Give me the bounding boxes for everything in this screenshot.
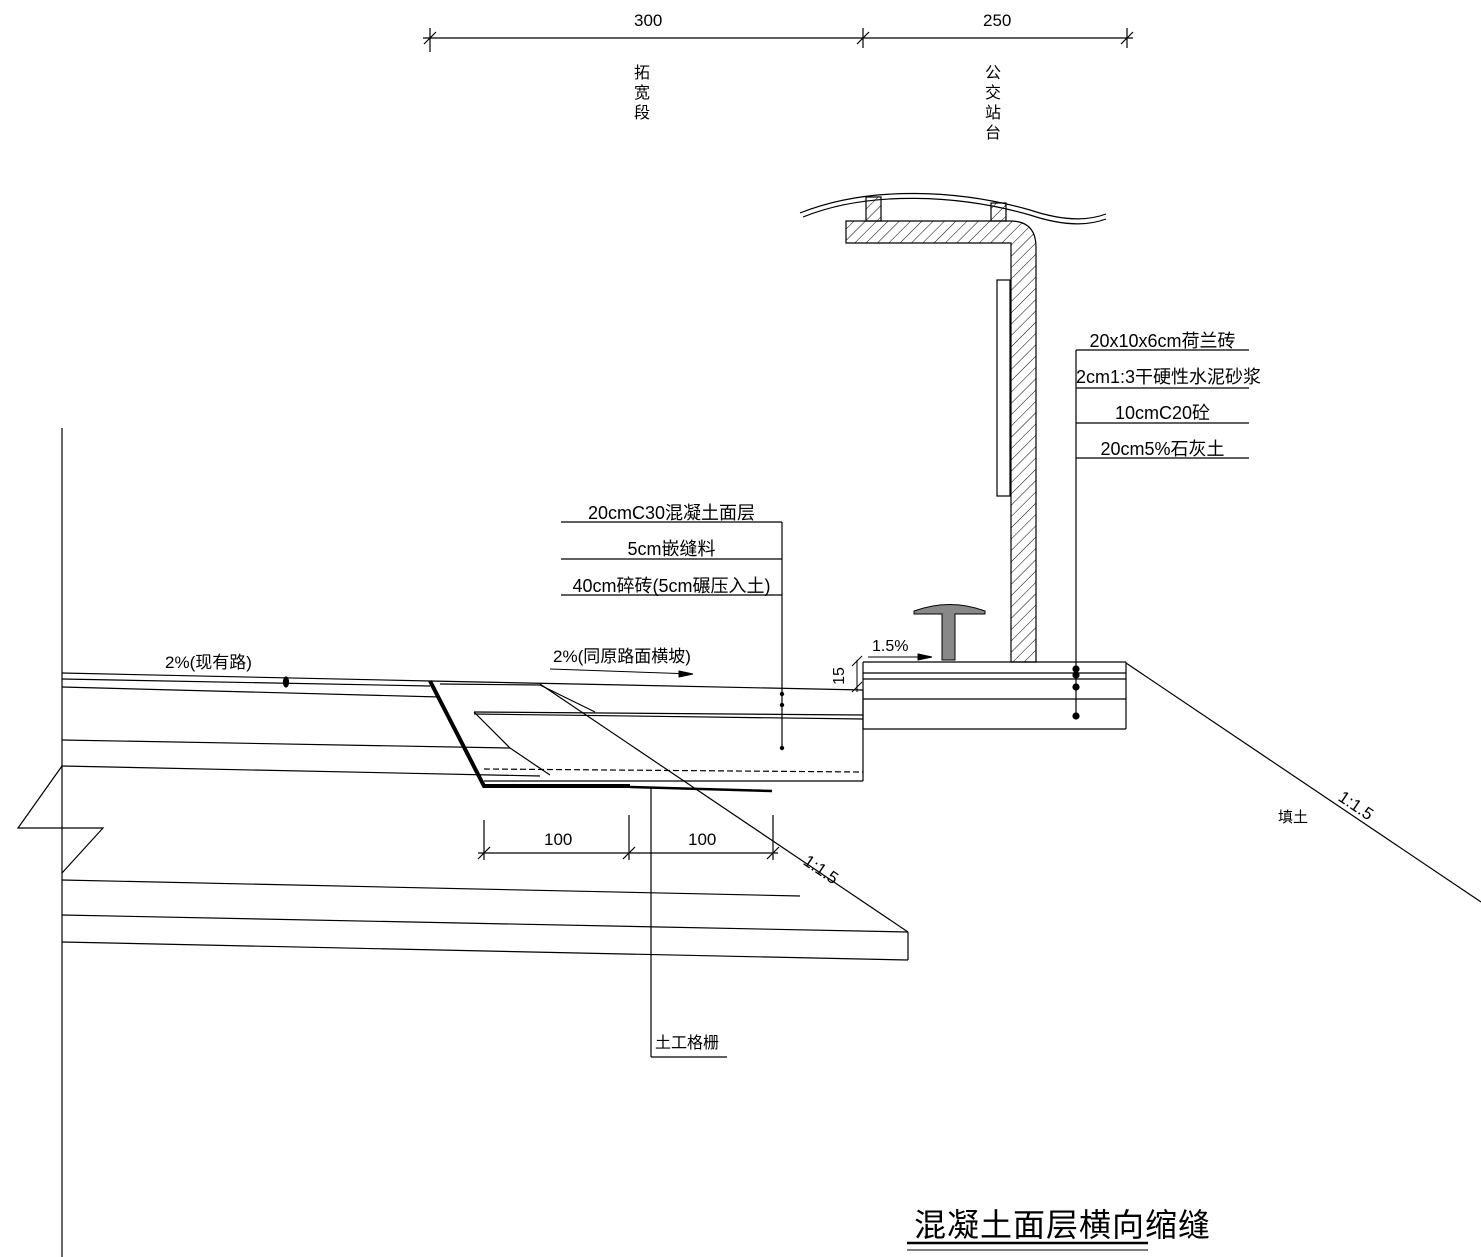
shelter-structure [845,220,1037,663]
drawing-title: 混凝土面层横向缩缝 [914,1206,1212,1244]
fill-label: 填土 [1278,808,1309,826]
new-road-pavement [429,680,864,782]
road-layer-leader [561,521,785,751]
geogrid-leader [650,787,727,1058]
platform-layer-3: 10cmC20砼 [1114,403,1211,423]
bottom-dimension-line [477,815,780,860]
zone-widening-section: 拓宽段 [633,63,650,122]
step-height-dimension [851,655,863,693]
dim-top-left: 300 [634,11,663,30]
dim-step-height: 15 [830,667,848,685]
shelter-roof [799,192,1107,225]
title-underline [907,1241,1148,1251]
bus-stop-post [913,604,986,661]
step-cut-line [428,680,773,793]
slope-existing-road: 2%(现有路) [165,653,252,672]
road-layer-2: 5cm嵌缝料 [627,539,716,559]
platform-slope-arrow [868,653,933,661]
dim-bottom-right: 100 [688,830,717,849]
dim-bottom-left: 100 [544,830,573,849]
existing-road [16,428,909,1257]
platform-layer-leader [1072,349,1249,720]
platform-slab [862,661,1481,903]
slope-platform: 1.5% [872,638,909,655]
geogrid-label: 土工格栅 [655,1033,720,1052]
top-dimension-line [423,28,1134,52]
platform-layer-4: 20cm5%石灰土 [1100,439,1225,459]
road-layer-1: 20cmC30混凝土面层 [587,503,756,523]
zone-bus-platform: 公交站台 [984,63,1001,142]
platform-layer-1: 20x10x6cm荷兰砖 [1089,331,1236,351]
platform-layer-2: 2cm1:3干硬性水泥砂浆 [1076,367,1262,387]
road-slope-arrow [549,668,694,678]
dim-top-right: 250 [983,11,1012,30]
slope-new-road: 2%(同原路面横坡) [553,647,691,666]
road-layer-3: 40cm碎砖(5cm碾压入土) [572,576,771,596]
